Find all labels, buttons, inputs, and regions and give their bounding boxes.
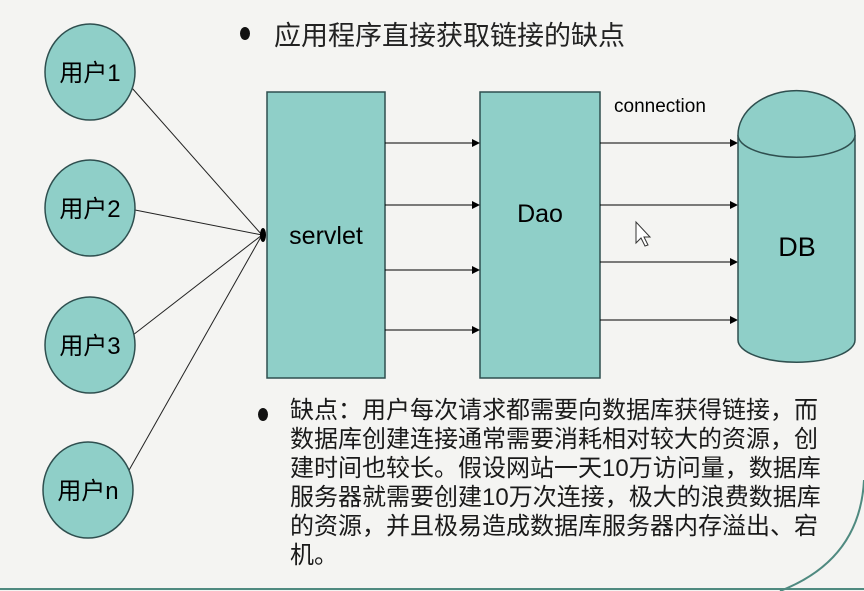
bullet-icon	[240, 27, 250, 40]
description-line: 建时间也较长。假设网站一天10万访问量，数据库	[290, 455, 821, 482]
user-label: 用户3	[59, 333, 120, 360]
description-line: 数据库创建连接通常需要消耗相对较大的资源，创	[290, 426, 818, 453]
db-cylinder[interactable]: DB	[737, 89, 856, 363]
user-node-1[interactable]: 用户1	[44, 23, 136, 121]
user-label: 用户1	[59, 60, 120, 87]
description-line: 机。	[290, 542, 338, 569]
description-line: 服务器就需要创建10万次连接，极大的浪费数据库	[290, 484, 821, 511]
description-line: 的资源，并且极易造成数据库服务器内存溢出、宕	[290, 513, 818, 540]
description-line: 缺点：用户每次请求都需要向数据库获得链接，而	[290, 397, 818, 424]
user-label: 用户2	[59, 196, 120, 223]
dao-db-arrows	[600, 139, 738, 324]
user-label: 用户n	[57, 478, 118, 505]
mouse-cursor-icon	[635, 220, 652, 247]
dao-label: Dao	[517, 200, 563, 228]
servlet-label: servlet	[289, 222, 363, 250]
slide-title: 应用程序直接获取链接的缺点	[240, 14, 625, 53]
user-node-2[interactable]: 用户2	[44, 159, 136, 257]
connection-label: connection	[614, 96, 706, 117]
connector-hub	[260, 228, 266, 242]
user-connectors	[127, 87, 263, 473]
servlet-dao-arrows	[385, 139, 480, 334]
corner-decoration	[779, 479, 864, 591]
dao-box[interactable]: Dao	[479, 91, 601, 379]
description-paragraph: 缺点：用户每次请求都需要向数据库获得链接，而 数据库创建连接通常需要消耗相对较大…	[258, 396, 821, 570]
bullet-icon	[258, 408, 268, 421]
db-label: DB	[778, 232, 816, 262]
servlet-box[interactable]: servlet	[266, 91, 386, 379]
user-node-3[interactable]: 用户3	[44, 296, 136, 394]
user-node-n[interactable]: 用户n	[42, 441, 134, 539]
slide-title-text: 应用程序直接获取链接的缺点	[274, 21, 625, 51]
